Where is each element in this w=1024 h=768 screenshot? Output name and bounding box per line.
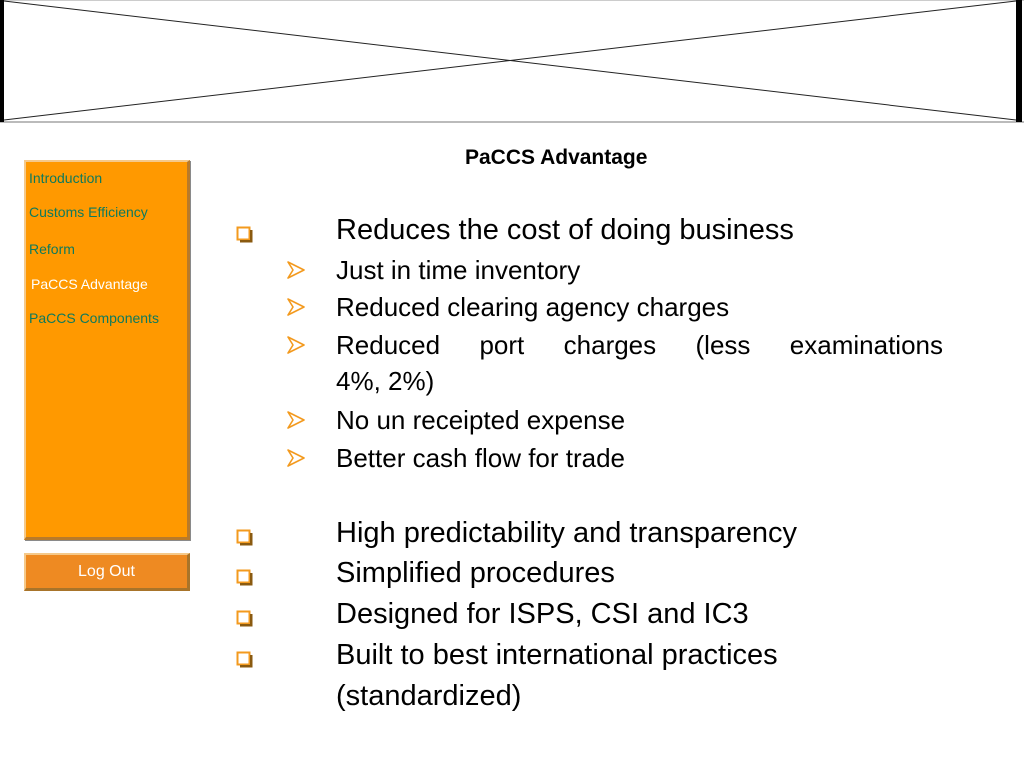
hollow-square-bullet-icon <box>236 529 253 546</box>
sidebar-item-paccs-components[interactable]: PaCCS Components <box>29 310 159 326</box>
sidebar-item-reform[interactable]: Reform <box>29 241 75 257</box>
sidebar-item-paccs-advantage[interactable]: PaCCS Advantage <box>31 276 148 292</box>
arrow-bullet-icon <box>287 261 305 279</box>
hollow-square-bullet-icon <box>236 226 253 243</box>
arrow-bullet-icon <box>287 411 305 429</box>
arrow-bullet-icon <box>287 298 305 316</box>
section-text: Designed for ISPS, CSI and IC3 <box>336 598 749 630</box>
section-text-cost: Reduces the cost of doing business <box>336 214 794 246</box>
section-text: High predictability and transparency <box>336 517 798 549</box>
hollow-square-bullet-icon <box>236 610 253 627</box>
subitem-text: No un receipted expense <box>336 405 626 435</box>
sidebar-nav: Introduction Customs Efficiency Reform P… <box>24 160 190 540</box>
section-text: Built to best international practices <box>336 639 778 671</box>
sidebar-item-introduction[interactable]: Introduction <box>29 170 103 186</box>
subitem-text: Just in time inventory <box>336 255 581 285</box>
subitem-text: Better cash flow for trade <box>336 443 626 473</box>
hollow-square-bullet-icon <box>236 569 253 586</box>
sidebar-item-customs-efficiency[interactable]: Customs Efficiency <box>29 204 148 220</box>
section-text: Simplified procedures <box>336 557 615 589</box>
image-placeholder-icon <box>0 0 1024 123</box>
subitem-text-continued: 4%, 2%) <box>336 366 435 396</box>
arrow-bullet-icon <box>287 336 305 354</box>
section-text-continued: (standardized) <box>336 680 522 712</box>
subitem-text: Reduced clearing agency charges <box>336 292 730 322</box>
subitem-text: Reduced port charges (less examinations <box>336 330 943 360</box>
logout-button[interactable]: Log Out <box>24 553 190 591</box>
page-title: PaCCS Advantage <box>465 146 648 169</box>
arrow-bullet-icon <box>287 449 305 467</box>
hollow-square-bullet-icon <box>236 651 253 668</box>
